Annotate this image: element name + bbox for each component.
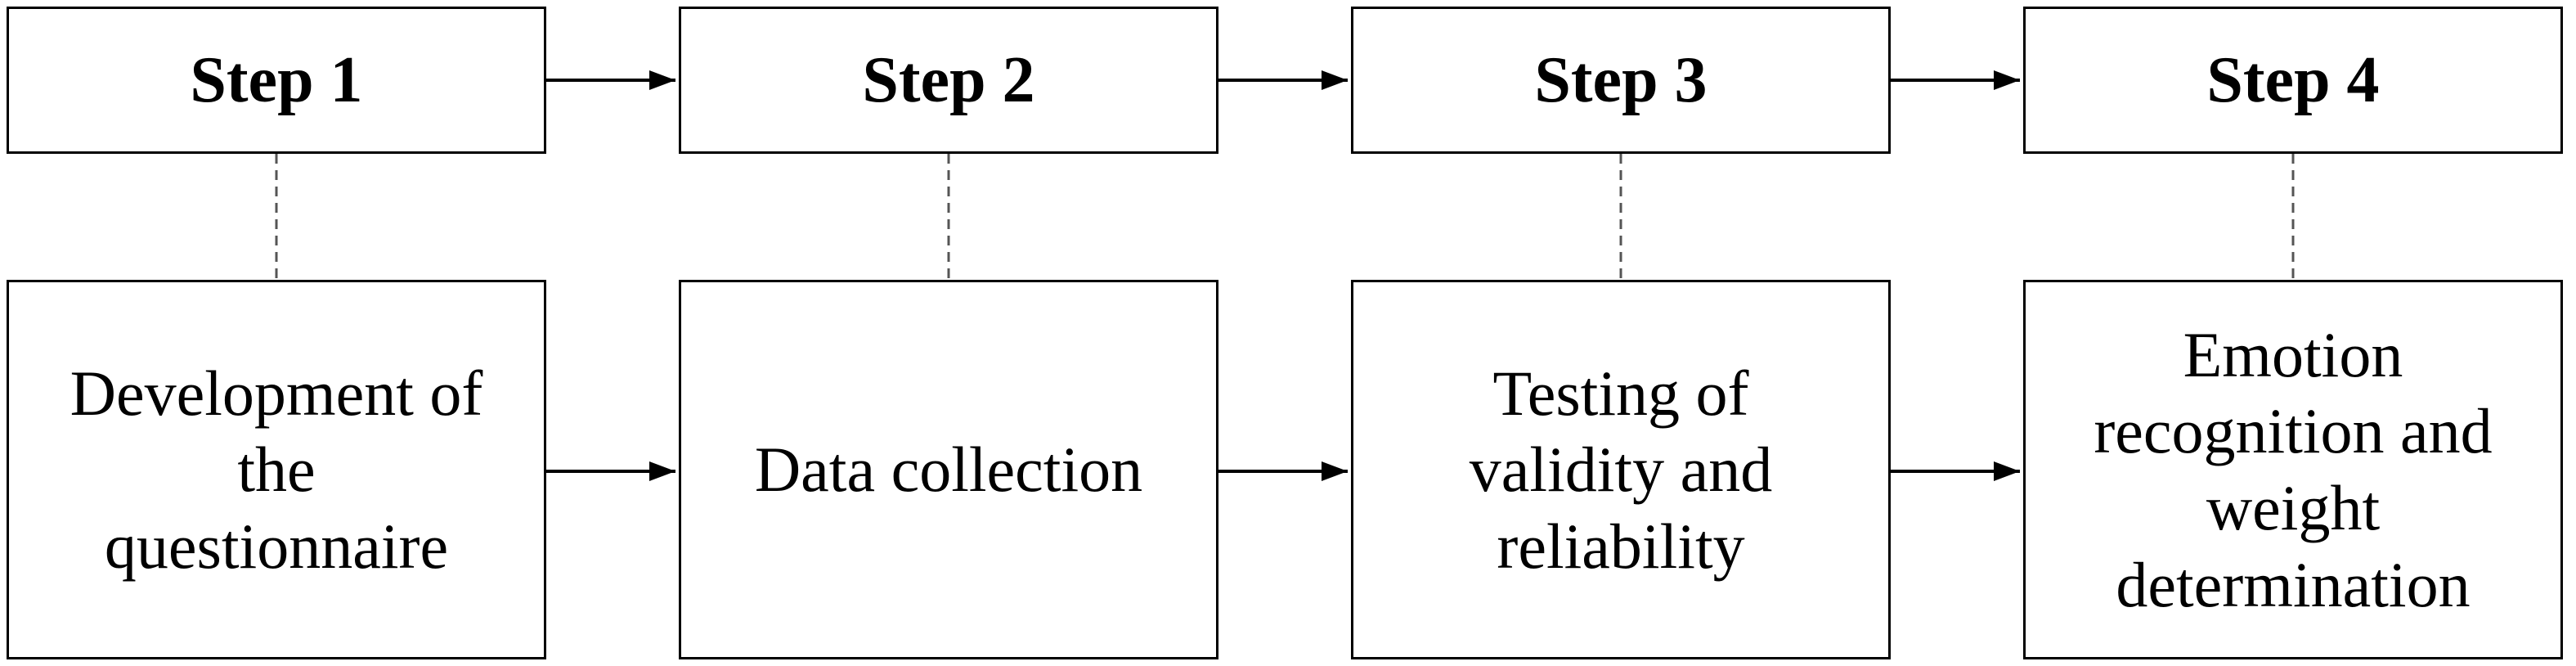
step-4-box: Step 4 — [2023, 7, 2563, 154]
step-3-description: Testing of validity and reliability — [1469, 357, 1773, 582]
step-2-description: Data collection — [754, 434, 1143, 506]
step-3-box: Step 3 — [1351, 7, 1891, 154]
step-1-box: Step 1 — [7, 7, 546, 154]
step-4-description-box: Emotion recognition and weight determina… — [2023, 280, 2563, 659]
step-3-label: Step 3 — [1534, 44, 1708, 116]
step-3-description-box: Testing of validity and reliability — [1351, 280, 1891, 659]
step-2-box: Step 2 — [679, 7, 1218, 154]
step-4-label: Step 4 — [2206, 44, 2380, 116]
step-2-label: Step 2 — [862, 44, 1035, 116]
step-1-description: Development of the questionnaire — [70, 357, 483, 582]
step-4-description: Emotion recognition and weight determina… — [2094, 318, 2493, 620]
step-1-description-box: Development of the questionnaire — [7, 280, 546, 659]
step-2-description-box: Data collection — [679, 280, 1218, 659]
step-1-label: Step 1 — [190, 44, 363, 116]
